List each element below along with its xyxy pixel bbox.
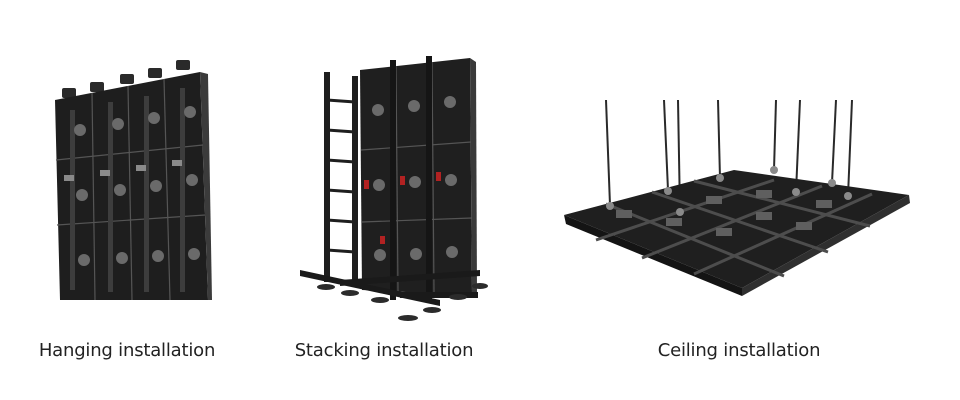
hanging-installation-figure: Hanging installation	[39, 0, 230, 361]
stacking-installation-caption: Stacking installation	[294, 340, 474, 361]
ceiling-installation-figure: Ceiling installation	[556, 0, 916, 361]
hanging-led-panel-image	[55, 60, 212, 301]
ceiling-led-panel-image	[564, 99, 910, 296]
stacking-installation-figure: Stacking installation	[280, 0, 490, 361]
stacking-led-panel-image	[300, 56, 488, 321]
hanging-installation-caption: Hanging installation	[38, 340, 216, 361]
ceiling-installation-caption: Ceiling installation	[657, 340, 821, 361]
